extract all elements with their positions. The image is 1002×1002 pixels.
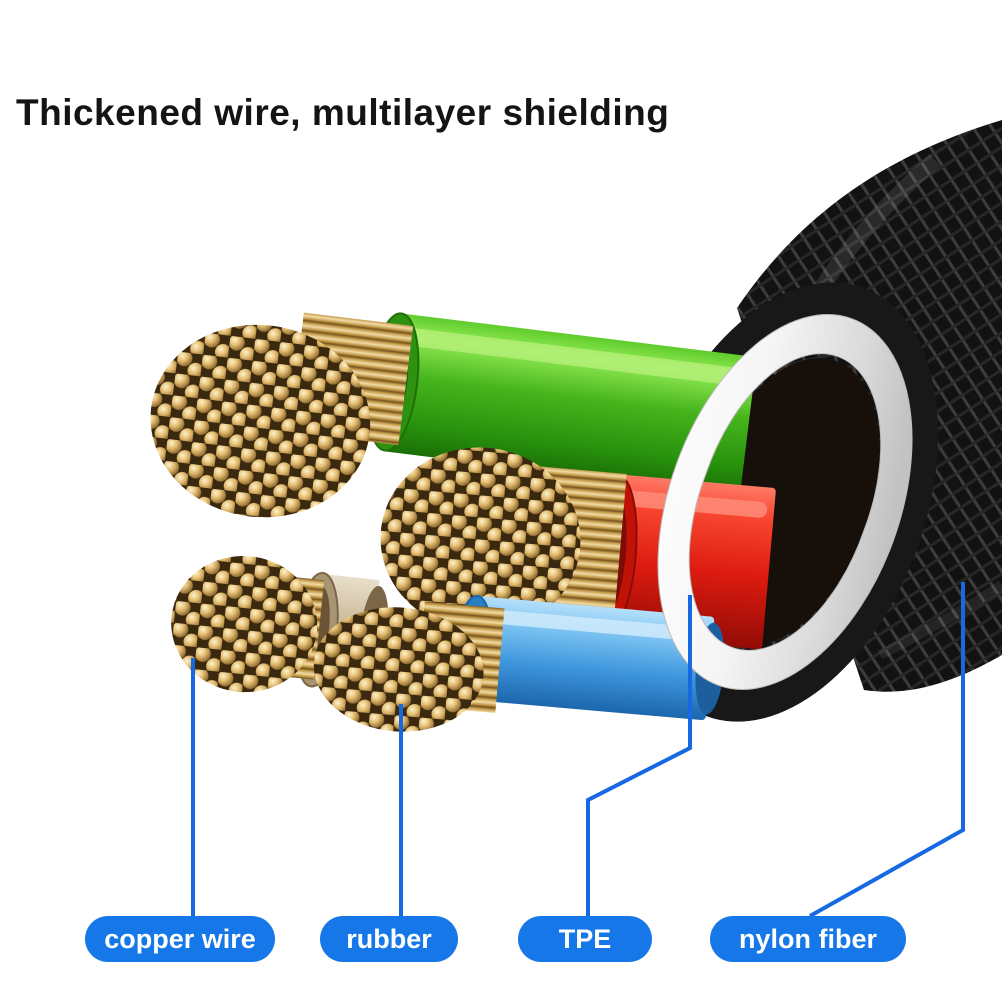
callout-lines [191,582,965,918]
headline: Thickened wire, multilayer shielding [16,92,670,133]
label-copper-wire-text: copper wire [104,923,256,954]
tpe-layer-ring [657,314,913,690]
label-copper-wire: copper wire [85,916,275,962]
copper-strand-ends [171,556,318,693]
copper-strand-ends [313,607,484,732]
label-nylon-fiber: nylon fiber [710,916,906,962]
copper-strand-ends [150,324,371,518]
label-nylon-fiber-text: nylon fiber [738,923,877,954]
copper-strand-ends [380,447,581,632]
blue-wire-bundle [313,595,725,732]
label-tpe: TPE [518,916,652,962]
label-tpe-text: TPE [558,923,612,954]
callout-line-nylon-fiber [809,582,965,918]
label-rubber-text: rubber [346,923,432,954]
callout-line-tpe [586,595,692,916]
label-rubber: rubber [320,916,458,962]
